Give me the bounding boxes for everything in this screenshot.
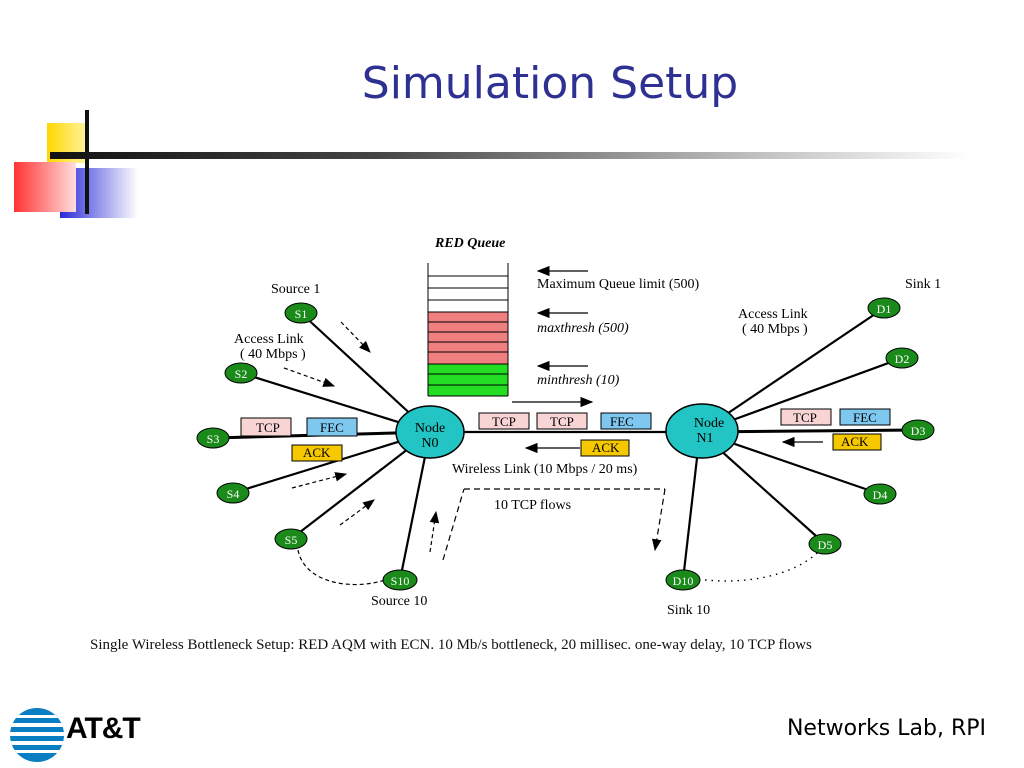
queue-minthresh-label: minthresh (10) [537,373,620,388]
source-node-s10: S10 [382,569,418,591]
packet-fec-label: FEC [610,414,634,429]
access-link-right-line2: ( 40 Mbps ) [742,322,808,337]
packet-fec-label: FEC [320,420,344,435]
node1-line1: Node [694,416,724,431]
decor-red-square [14,162,76,212]
access-link-left-line1: Access Link [234,332,304,347]
source1-label: Source 1 [271,282,320,297]
access-link-left-line2: ( 40 Mbps ) [240,347,306,362]
access-link-right-line1: Access Link [738,307,808,322]
queue-title: RED Queue [434,236,505,251]
att-logo-text: AT&T [66,712,141,745]
svg-text:S2: S2 [235,367,248,381]
sink1-label: Sink 1 [905,277,941,292]
packet-fec-label: FEC [853,410,877,425]
node0-line2: N0 [421,436,438,451]
svg-text:D1: D1 [877,302,892,316]
source-node-s4: S4 [216,482,250,504]
packet-tcp-label: TCP [550,414,574,429]
sink10-label: Sink 10 [667,603,710,618]
figure-caption: Single Wireless Bottleneck Setup: RED AQ… [90,637,812,653]
router-node-n0: Node N0 [395,405,465,459]
packet-tcp-label: TCP [793,410,817,425]
slide-title: Simulation Setup [361,58,739,109]
packet-tcp-label: TCP [492,414,516,429]
sink-node-d4: D4 [863,483,897,505]
node0-line1: Node [415,421,445,436]
source-node-s5: S5 [274,528,308,550]
packets-left: TCP FEC ACK [240,417,358,462]
source-node-s2: S2 [224,362,258,384]
sink-node-d3: D3 [901,419,935,441]
svg-text:S10: S10 [391,574,410,588]
sink-dotted-path [704,551,819,582]
tcp-flow-path [442,488,666,561]
svg-text:D4: D4 [873,488,888,502]
wireless-link-label: Wireless Link (10 Mbps / 20 ms) [452,462,638,477]
source-node-s1: S1 [284,302,318,324]
sink-node-d5: D5 [808,533,842,555]
packet-ack-label: ACK [303,445,331,460]
svg-text:S4: S4 [227,487,240,501]
source10-label: Source 10 [371,594,427,609]
queue-label-arrows [536,265,588,372]
tcp-flows-label: 10 TCP flows [494,498,571,513]
node1-line2: N1 [696,431,713,446]
flow-arrows-left [283,321,440,586]
queue-max-limit-label: Maximum Queue limit (500) [537,277,699,292]
packets-right: TCP FEC ACK [780,408,891,451]
packets-middle: TCP TCP FEC ACK [478,412,652,457]
queue-maxthresh-label: maxthresh (500) [537,321,629,336]
decor-vertical-line [85,110,89,214]
footer-text: Networks Lab, RPI [786,716,986,741]
title-rule [50,152,970,159]
sink-node-d1: D1 [867,297,901,319]
svg-text:D3: D3 [911,424,926,438]
red-queue [427,263,509,397]
svg-text:D2: D2 [895,352,910,366]
svg-text:S5: S5 [285,533,298,547]
router-node-n1: Node N1 [665,403,739,459]
svg-text:S3: S3 [207,432,220,446]
source-node-s3: S3 [196,427,230,449]
att-globe-icon [10,708,64,762]
svg-text:S1: S1 [295,307,308,321]
svg-text:D10: D10 [673,574,694,588]
sink-node-d10: D10 [665,569,701,591]
packet-ack-label: ACK [592,440,620,455]
svg-text:D5: D5 [818,538,833,552]
sink-node-d2: D2 [885,347,919,369]
packet-tcp-label: TCP [256,420,280,435]
packet-ack-label: ACK [841,434,869,449]
wireless-link-arrows [512,396,823,454]
